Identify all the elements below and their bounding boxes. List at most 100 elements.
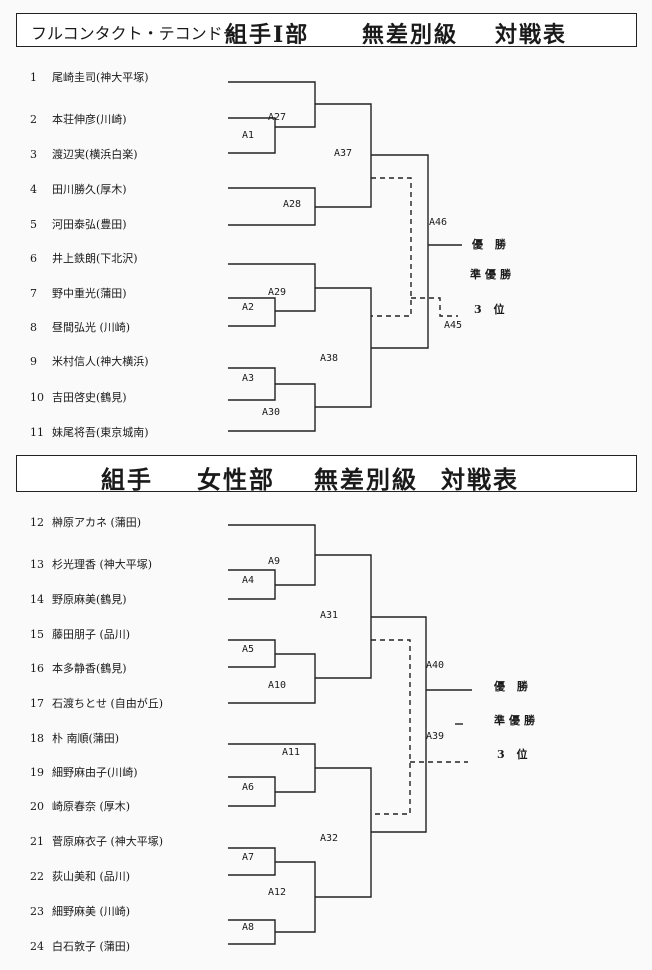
- player-name: 細野麻美 (川崎): [52, 905, 131, 918]
- player-name: 崎原春奈 (厚木): [52, 800, 131, 813]
- player-name: 藤田朋子 (品川): [52, 628, 131, 641]
- player-name: 野原麻美(鶴見): [52, 593, 127, 606]
- player-name: 吉田啓史(鶴見): [52, 391, 127, 404]
- bout-label: A2: [242, 302, 255, 313]
- player-name: 本多静香(鶴見): [52, 662, 127, 675]
- bracket-line-A46: [371, 154, 429, 349]
- player-name: 妹尾将吾(東京城南): [52, 426, 149, 439]
- player-name: 荻山美和 (品川): [52, 870, 131, 883]
- section2-title-table: 対戦表: [441, 465, 519, 494]
- bracket-line-A2: [228, 297, 276, 327]
- bout-label: A40: [426, 660, 445, 671]
- bout-label: A10: [268, 680, 287, 691]
- player-name: 河田泰弘(豊田): [52, 218, 127, 231]
- bout-label: A31: [320, 610, 339, 621]
- section1-title-division: 組手Ⅰ部: [225, 22, 310, 48]
- bracket-line-A40: [371, 616, 427, 833]
- dashed-line-A39: [371, 639, 411, 815]
- section1-title-table: 対戦表: [495, 22, 568, 48]
- player-name: 昼間弘光 (川崎): [52, 321, 131, 334]
- section2-title-event: 組手: [101, 465, 153, 494]
- player-name: 米村信人(神大横浜): [52, 355, 149, 368]
- bout-label: A39: [426, 731, 445, 742]
- bout-label: A3: [242, 373, 255, 384]
- bout-label: A8: [242, 922, 255, 933]
- section1-title-event: フルコンタクト・テコンドー: [31, 24, 239, 43]
- bout-label: A4: [242, 575, 255, 586]
- player-name: 朴 南順(蒲田): [52, 732, 120, 745]
- player-name: 菅原麻衣子 (神大平塚): [52, 835, 164, 848]
- bout-label: A6: [242, 782, 255, 793]
- bout-label: A32: [320, 833, 339, 844]
- player-name: 杉光理香 (神大平塚): [52, 558, 153, 571]
- bout-label: A29: [268, 287, 287, 298]
- bracket-line-A28: [228, 187, 316, 226]
- section2-title-class: 無差別級: [314, 465, 418, 494]
- bout-label: A30: [262, 407, 281, 418]
- place-first: 優 勝: [472, 238, 510, 251]
- bout-label: A45: [444, 320, 463, 331]
- section1-title-box: フルコンタクト・テコンドー 組手Ⅰ部 無差別級 対戦表: [16, 13, 637, 48]
- player-name: 白石敦子 (蒲田): [52, 940, 131, 953]
- player-name: 石渡ちとせ (自由が丘): [52, 697, 164, 710]
- bout-label: A1: [242, 130, 255, 141]
- section2-title-division: 女性部: [197, 465, 275, 494]
- player-name: 榊原アカネ (蒲田): [52, 516, 142, 529]
- bout-label: A28: [283, 199, 302, 210]
- place-second: 準優勝: [494, 714, 539, 727]
- bout-label: A7: [242, 852, 255, 863]
- bout-label: A5: [242, 644, 255, 655]
- place-third: 3 位: [474, 303, 509, 316]
- place-second: 準優勝: [470, 268, 515, 281]
- bracket-line-A6: [228, 776, 276, 807]
- dashed-line-A45-out: [411, 297, 458, 317]
- bout-label: A12: [268, 887, 287, 898]
- player-name: 細野麻由子(川崎): [52, 766, 138, 779]
- bracket-line-A10: [228, 653, 316, 704]
- bout-label: A9: [268, 556, 281, 567]
- section2-title-box: 組手 女性部 無差別級 対戦表: [16, 455, 637, 494]
- bracket-line-A1: [228, 117, 276, 154]
- dashed-line-A45: [371, 177, 412, 317]
- place-first: 優 勝: [494, 680, 532, 693]
- section1-title-class: 無差別級: [362, 22, 459, 48]
- bout-label: A27: [268, 112, 287, 123]
- place-third: 3 位: [497, 748, 532, 761]
- player-name: 渡辺実(横浜白楽): [52, 148, 138, 161]
- player-name: 野中重光(蒲田): [52, 287, 127, 300]
- bout-label: A38: [320, 353, 339, 364]
- bout-label: A11: [282, 747, 301, 758]
- player-name: 尾崎圭司(神大平塚): [52, 71, 149, 84]
- bracket-line-A38: [315, 287, 372, 408]
- player-name: 田川勝久(厚木): [52, 183, 127, 196]
- player-name: 井上鉄朗(下北沢): [52, 252, 138, 265]
- bout-label: A37: [334, 148, 353, 159]
- player-name: 本荘伸彦(川崎): [52, 113, 127, 126]
- bout-label: A46: [429, 217, 448, 228]
